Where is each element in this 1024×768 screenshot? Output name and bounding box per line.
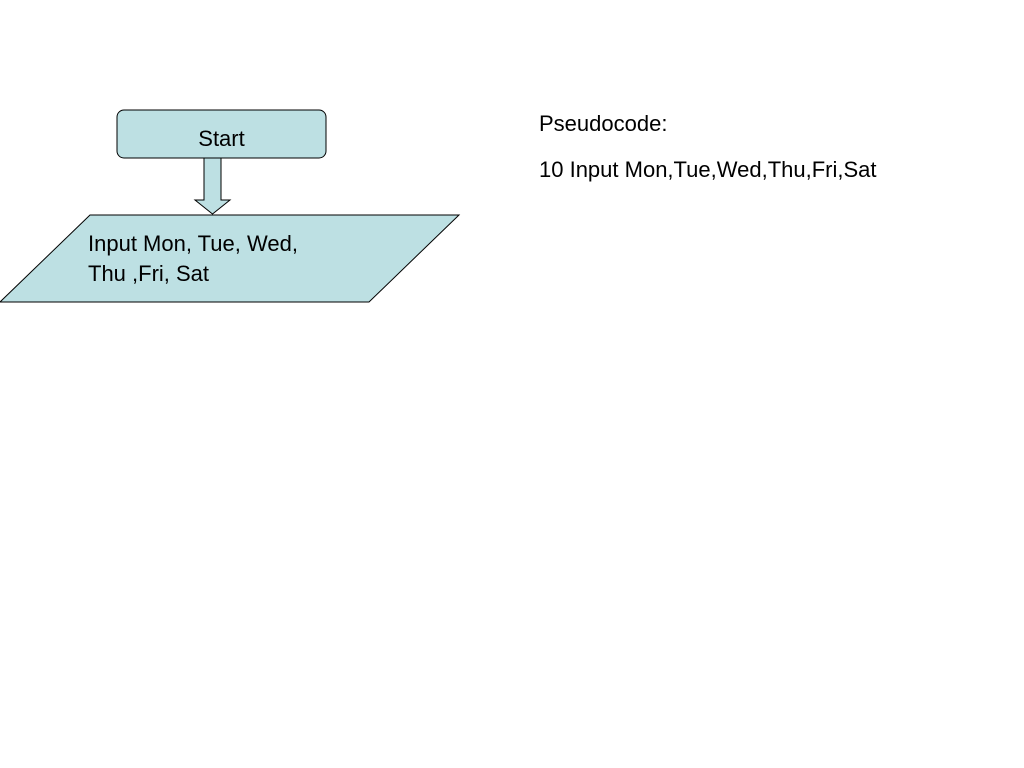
input-label-line-2: Thu ,Fri, Sat — [88, 261, 210, 286]
pseudocode-title: Pseudocode: — [539, 111, 668, 136]
input-label-line-1: Input Mon, Tue, Wed, — [88, 231, 298, 256]
pseudocode-line: 10 Input Mon,Tue,Wed,Thu,Fri,Sat — [539, 157, 877, 182]
start-label: Start — [198, 126, 245, 151]
input-parallelogram-shape — [0, 214, 461, 303]
flow-arrow-down — [193, 157, 232, 215]
